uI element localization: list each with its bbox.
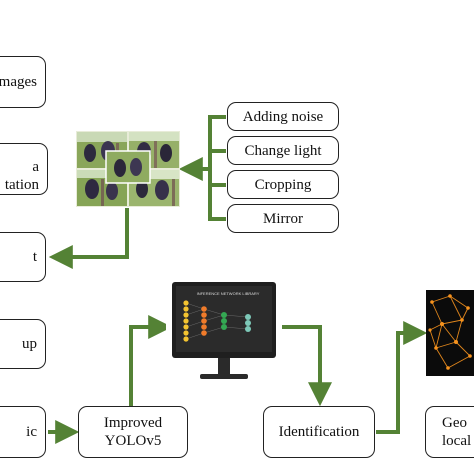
arrow-identification-to-geo <box>376 321 428 434</box>
arrow-photo-to-dataset <box>48 208 129 269</box>
basic-model-box: ic <box>0 406 46 458</box>
augmentation-adding-noise: Adding noise <box>227 102 339 131</box>
basic-model-box-label: ic <box>26 424 37 440</box>
identification-label: Identification <box>278 424 360 440</box>
geo-localization-box: Geo local <box>425 406 474 458</box>
augmentation-adding-noise-label: Adding noise <box>242 108 324 125</box>
data-augmentation-box: a tation <box>0 143 48 195</box>
improved-yolov5-box: Improved YOLOv5 <box>78 406 188 458</box>
dataset-box-label: t <box>32 249 37 265</box>
improved-yolov5-label-line2: YOLOv5 <box>104 433 162 449</box>
images-box: mages <box>0 56 46 108</box>
data-augmentation-label-line1: a <box>32 159 39 175</box>
augmentation-change-light: Change light <box>227 136 339 165</box>
grape-photo-grid-icon <box>76 131 180 207</box>
monitor-neural-network-icon: INFERENCE NETWORK LIBRARY <box>166 279 282 387</box>
augmentation-change-light-label: Change light <box>244 142 322 159</box>
improved-yolov5-label-line1: Improved <box>103 415 163 431</box>
setup-box-label: up <box>22 336 37 352</box>
augmentation-bracket <box>208 115 226 221</box>
data-augmentation-label-line2: tation <box>4 177 39 193</box>
network-graph-icon <box>426 290 474 376</box>
geo-localization-label-line1: Geo <box>442 415 467 431</box>
geo-localization-label-line2: local <box>442 433 472 449</box>
dataset-box: t <box>0 232 46 282</box>
augmentation-mirror-label: Mirror <box>263 210 303 227</box>
setup-box: up <box>0 319 46 369</box>
arrow-monitor-to-identification <box>282 325 332 407</box>
monitor-screen-title: INFERENCE NETWORK LIBRARY <box>197 291 260 296</box>
arrow-improved-to-monitor <box>129 315 173 406</box>
identification-box: Identification <box>263 406 375 458</box>
images-box-label: mages <box>0 74 37 90</box>
augmentation-cropping-label: Cropping <box>254 176 312 193</box>
augmentation-cropping: Cropping <box>227 170 339 199</box>
augmentation-mirror: Mirror <box>227 204 339 233</box>
grape-photo-center-tile <box>105 150 151 184</box>
